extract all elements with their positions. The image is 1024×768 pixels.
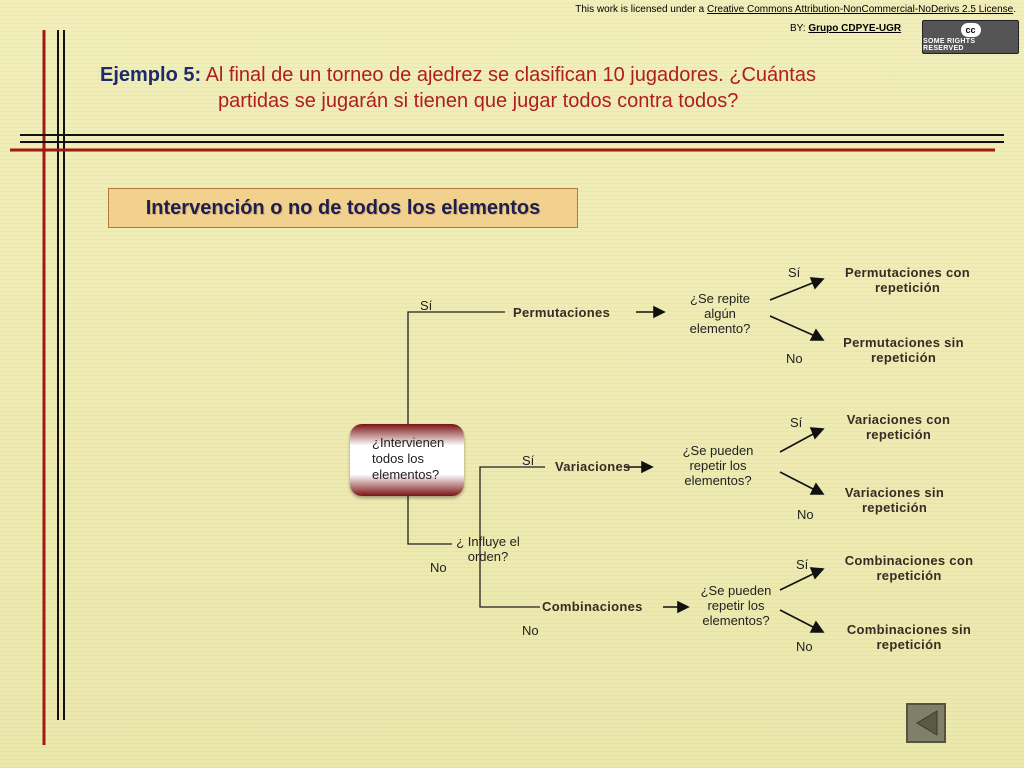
branch-no-comb-sin: No [796,639,813,654]
title-line-1: Al final de un torneo de ajedrez se clas… [201,64,816,86]
question-se-repite: ¿Se repite algún elemento? [689,291,751,336]
root-question: ¿Intervienen todos los elementos? [372,435,445,482]
license-prefix: This work is licensed under a [575,4,707,15]
byline-author-link[interactable]: Grupo CDPYE-UGR [808,23,902,34]
leaf-combinaciones-con-repeticion: Combinaciones con repetición [844,553,974,583]
root-question-box: ¿Intervienen todos los elementos? [350,424,464,496]
node-variaciones: Variaciones [555,459,631,474]
leaf-combinaciones-sin-repeticion: Combinaciones sin repetición [846,622,972,652]
branch-no-combinaciones: No [522,623,539,638]
cc-icon: cc [960,22,981,37]
branch-yes-comb-con: Sí [796,557,809,572]
license-link[interactable]: Creative Commons Attribution-NonCommerci… [706,4,1014,15]
cc-badge-text: SOME RIGHTS RESERVED [923,37,976,52]
branch-yes-var-con: Sí [790,415,803,430]
node-permutaciones: Permutaciones [513,305,611,320]
page-title: Ejemplo 5: Al final de un torneo de ajed… [100,62,920,114]
leaf-variaciones-con-repeticion: Variaciones con repetición [846,412,951,442]
branch-no-perm-sin: No [786,351,803,366]
section-heading: Intervención o no de todos los elementos [145,196,541,219]
byline: BY: Grupo CDPYE-UGR [790,23,901,34]
previous-slide-button[interactable] [906,703,946,743]
byline-prefix: BY: [790,23,809,34]
cc-license-badge[interactable]: cc SOME RIGHTS RESERVED [922,20,1019,54]
question-se-pueden-combinaciones: ¿Se pueden repetir los elementos? [700,583,772,628]
triangle-left-icon [916,710,938,736]
node-combinaciones: Combinaciones [542,599,643,614]
branch-no-var-sin: No [797,507,814,522]
license-notice: This work is licensed under a Creative C… [575,4,1016,15]
branch-yes-variaciones: Sí [522,453,535,468]
branch-no-influye: No [430,560,447,575]
section-heading-box: Intervención o no de todos los elementos [108,188,578,228]
leaf-permutaciones-con-repeticion: Permutaciones con repetición [844,265,971,295]
title-line-2: partidas se jugarán si tienen que jugar … [218,90,739,112]
question-influye-orden: ¿ Influye el orden? [456,534,520,564]
leaf-variaciones-sin-repeticion: Variaciones sin repetición [844,485,945,515]
title-label: Ejemplo 5: [100,64,202,86]
branch-yes-permutaciones: Sí [420,298,433,313]
branch-yes-perm-con: Sí [788,265,801,280]
license-suffix: . [1013,4,1016,15]
leaf-permutaciones-sin-repeticion: Permutaciones sin repetición [843,335,964,365]
question-se-pueden-variaciones: ¿Se pueden repetir los elementos? [682,443,754,488]
